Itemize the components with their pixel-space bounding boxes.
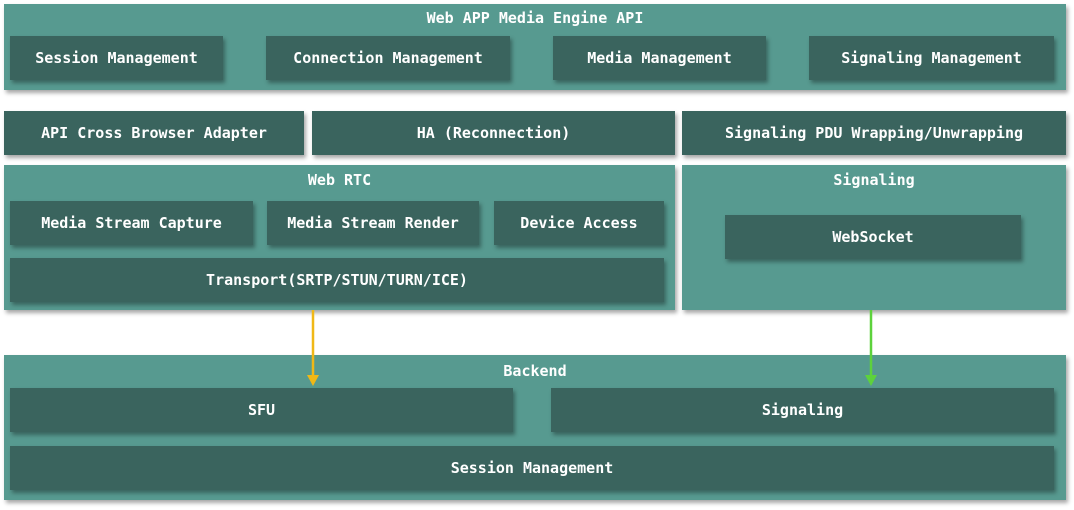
- ha-reconnection: HA (Reconnection): [312, 111, 675, 155]
- connection-management-module: Connection Management: [266, 36, 510, 80]
- backend-session-management: Session Management: [10, 446, 1054, 490]
- backend-signaling-box: Signaling: [551, 388, 1054, 432]
- media-stream-render: Media Stream Render: [267, 201, 479, 245]
- media-management-module: Media Management: [553, 36, 766, 80]
- media-stream-capture: Media Stream Capture: [10, 201, 253, 245]
- media-engine-api-title: Web APP Media Engine API: [426, 9, 644, 27]
- signaling-flow-arrow: [865, 310, 877, 386]
- signaling-management-module: Signaling Management: [809, 36, 1054, 80]
- media-flow-arrow: [307, 310, 319, 386]
- signaling-title: Signaling: [833, 171, 915, 189]
- sfu-box: SFU: [10, 388, 513, 432]
- signaling-pdu-wrapping: Signaling PDU Wrapping/Unwrapping: [682, 111, 1066, 155]
- device-access: Device Access: [494, 201, 664, 245]
- backend-title: Backend: [503, 362, 567, 380]
- api-cross-browser-adapter: API Cross Browser Adapter: [4, 111, 304, 155]
- session-management-module: Session Management: [10, 36, 223, 80]
- webrtc-title: Web RTC: [307, 171, 372, 189]
- transport-box: Transport(SRTP/STUN/TURN/ICE): [10, 258, 664, 302]
- websocket-box: WebSocket: [725, 215, 1021, 259]
